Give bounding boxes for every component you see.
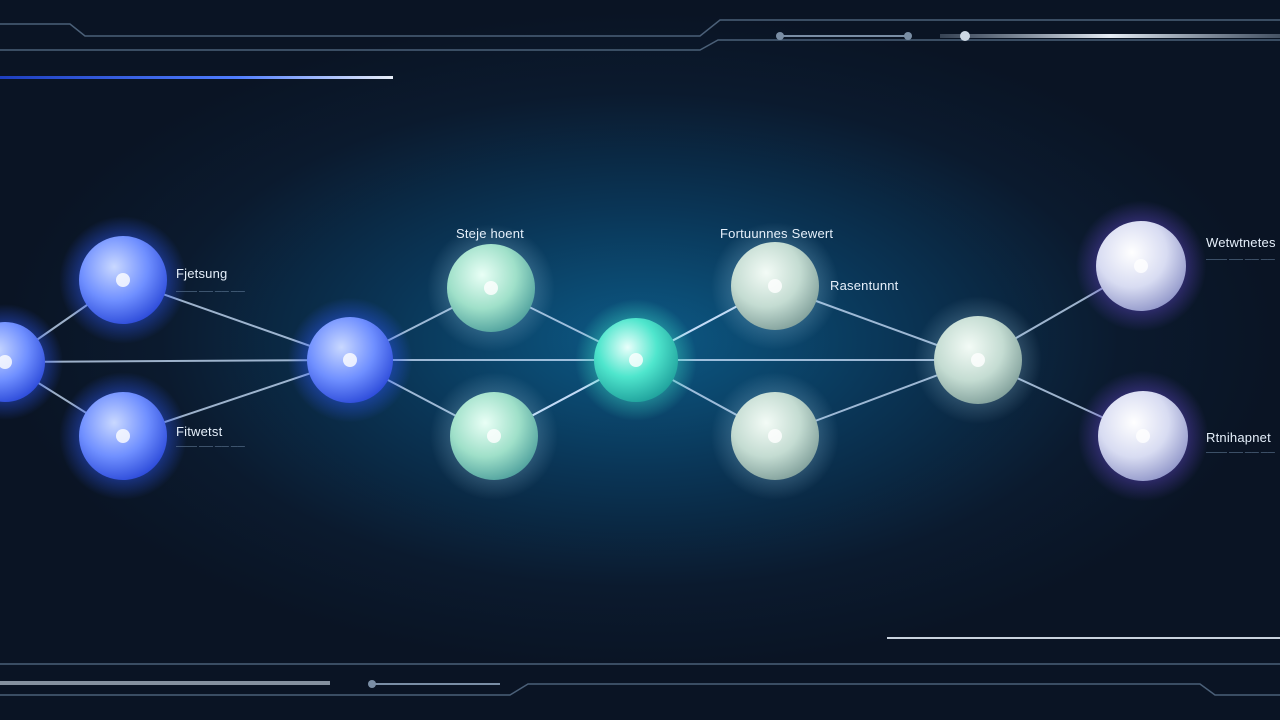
node-sublabel-n1: ——— —— —— —— bbox=[176, 288, 245, 295]
node-n4[interactable] bbox=[427, 224, 555, 352]
node-n2[interactable] bbox=[59, 372, 187, 500]
node-sphere bbox=[0, 322, 45, 402]
node-label-n1: Fjetsung bbox=[176, 266, 228, 281]
node-n10[interactable] bbox=[1075, 200, 1207, 332]
node-label-n7: Fortuunnes Sewert bbox=[720, 226, 834, 241]
node-label-n8: Rasentunnt bbox=[830, 278, 899, 293]
node-label-n11: Rtnihapnet bbox=[1206, 430, 1271, 445]
node-core bbox=[343, 353, 357, 367]
node-core bbox=[1136, 429, 1150, 443]
node-sublabel-n11: ——— —— —— —— bbox=[1206, 449, 1275, 456]
node-n6[interactable] bbox=[575, 299, 697, 421]
node-core bbox=[768, 429, 782, 443]
node-n0[interactable] bbox=[0, 304, 63, 420]
node-core bbox=[971, 353, 985, 367]
node-n3[interactable] bbox=[287, 297, 413, 423]
node-label-n10: Wetwtnetes bbox=[1206, 235, 1276, 250]
node-label-n2: Fitwetst bbox=[176, 424, 223, 439]
node-n7[interactable] bbox=[711, 222, 839, 350]
hud-frame-bottom bbox=[0, 637, 1280, 696]
node-core bbox=[768, 279, 782, 293]
node-core bbox=[1134, 259, 1148, 273]
node-n11[interactable] bbox=[1077, 370, 1209, 502]
node-core bbox=[116, 273, 130, 287]
top-accent-bar bbox=[0, 76, 393, 79]
hud-frame-top bbox=[0, 19, 1280, 51]
nodes bbox=[0, 200, 1209, 502]
node-sublabel-n10: ——— —— —— —— bbox=[1206, 256, 1275, 263]
node-core bbox=[629, 353, 643, 367]
node-core bbox=[116, 429, 130, 443]
node-n9[interactable] bbox=[914, 296, 1042, 424]
node-n5[interactable] bbox=[430, 372, 558, 500]
node-sublabel-n2: ——— —— —— —— bbox=[176, 443, 245, 450]
node-n1[interactable] bbox=[59, 216, 187, 344]
node-label-n4: Steje hoent bbox=[456, 226, 524, 241]
node-core bbox=[487, 429, 501, 443]
node-n8[interactable] bbox=[711, 372, 839, 500]
node-core bbox=[0, 355, 12, 369]
node-core bbox=[484, 281, 498, 295]
